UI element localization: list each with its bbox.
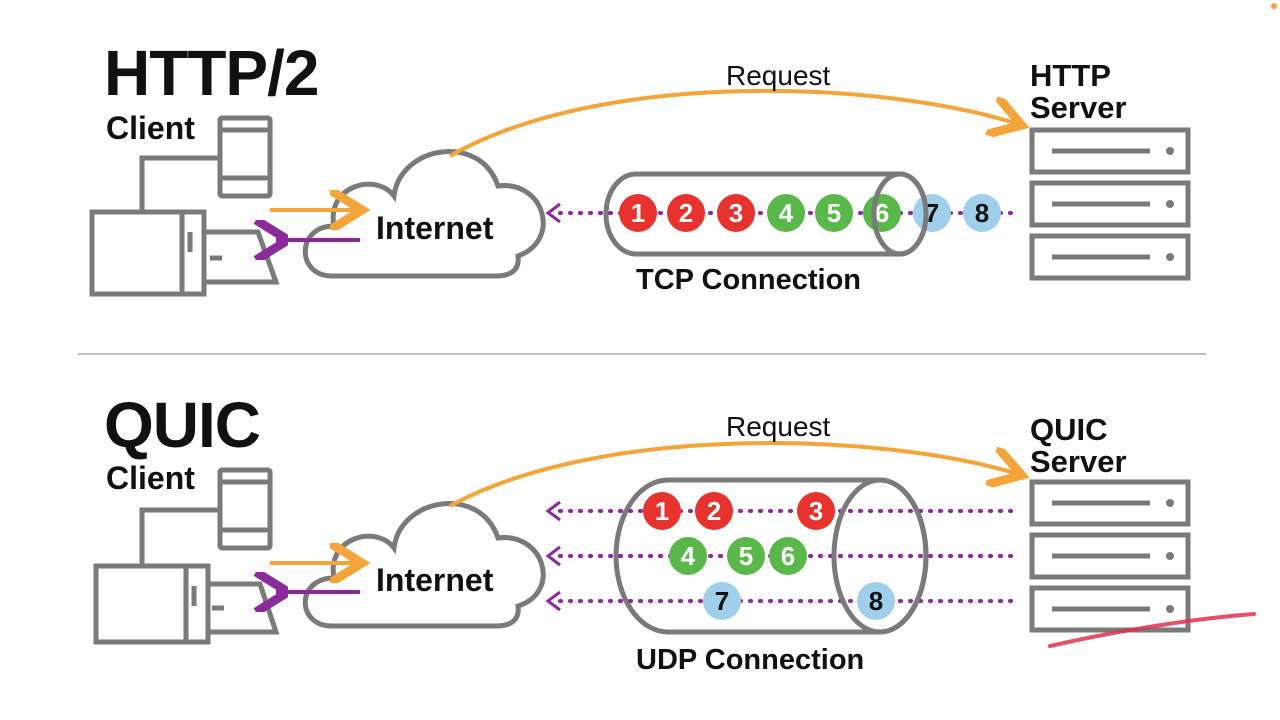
quic-packet-8-number: 8 [869,586,883,616]
quic-packet-6: 6 [769,537,807,575]
http2-packet-2-circle [667,194,705,232]
udp-pipe-end [831,477,929,635]
pen-annotation-stroke [1048,612,1256,648]
quic-packet-6-circle [769,537,807,575]
http2-packet-7-circle [913,194,951,232]
http2-packet-7-number: 7 [925,198,939,228]
http2-packet-4-number: 4 [779,198,794,228]
quic-request-label: Request [726,411,831,442]
http2-packet-3: 3 [717,194,755,232]
quic-packet-7-circle [703,582,741,620]
http2-packet-5: 5 [815,194,853,232]
http2-packet-8-circle [963,194,1001,232]
http2-server-label-line2: Server [1030,90,1127,125]
http2-packet-2: 2 [667,194,705,232]
http2-packet-8-number: 8 [975,198,989,228]
http2-section: 1 2 3 4 5 6 7 8 [89,88,1191,297]
quic-server-icon [1029,479,1191,633]
quic-packet-2: 2 [695,492,733,530]
quic-packet-8: 8 [857,582,895,620]
http2-server-icon [1029,127,1191,281]
quic-laptop-icon [208,581,280,635]
http2-packet-1: 1 [619,194,657,232]
http2-packet-1-number: 1 [631,198,645,228]
quic-packet-5-number: 5 [739,541,753,571]
quic-cloud-icon [302,501,546,629]
quic-packet-8-circle [857,582,895,620]
http2-return-arrowhead [545,202,561,224]
quic-internet-label: Internet [376,562,494,598]
quic-packet-5-circle [727,537,765,575]
http2-desktop-icon [89,209,207,297]
quic-packet-4-circle [669,537,707,575]
quic-server-label-line2: Server [1030,444,1127,479]
quic-packet-1-number: 1 [655,496,669,526]
quic-return-lines [545,500,1014,612]
quic-phone-icon [217,467,273,551]
quic-desktop-icon [93,563,211,645]
quic-request-arc [449,441,1018,508]
http2-packet-3-circle [717,194,755,232]
quic-packet-2-circle [695,492,733,530]
http2-client-label: Client [106,110,195,146]
quic-title: QUIC [104,389,261,461]
quic-packet-7: 7 [703,582,741,620]
corner-dot [1271,3,1277,9]
tcp-connection-label: TCP Connection [636,264,862,296]
quic-packet-7-number: 7 [715,586,729,616]
http2-packet-1-circle [619,194,657,232]
quic-cable [139,507,220,566]
http2-internet-label: Internet [376,210,494,246]
quic-packet-6-number: 6 [781,541,795,571]
quic-client-devices [93,467,280,645]
quic-packet-3: 3 [797,492,835,530]
quic-server-label-line1: QUIC [1030,412,1108,447]
quic-packet-4: 4 [669,537,707,575]
http2-packet-7: 7 [913,194,951,232]
quic-packet-5: 5 [727,537,765,575]
http2-packet-5-circle [815,194,853,232]
http2-packet-2-number: 2 [679,198,693,228]
quic-packet-2-number: 2 [707,496,721,526]
http2-packet-4-circle [767,194,805,232]
http2-laptop-icon [206,229,280,285]
http2-server-label-line1: HTTP [1030,58,1111,93]
quic-packet-4-number: 4 [681,541,696,571]
quic-packet-3-circle [797,492,835,530]
http2-packet-3-number: 3 [729,198,743,228]
http2-packet-6: 6 [863,194,901,232]
quic-packet-3-number: 3 [809,496,823,526]
http2-packets: 1 2 3 4 5 6 7 8 [619,194,1001,232]
http2-packet-8: 8 [963,194,1001,232]
http2-cloud-icon [302,149,546,279]
http2-packet-5-number: 5 [827,198,841,228]
http2-title: HTTP/2 [104,37,319,109]
http2-cable [139,155,220,212]
udp-connection-label: UDP Connection [636,644,865,676]
quic-client-label: Client [106,460,195,496]
quic-packet-1-circle [643,492,681,530]
http2-request-arc [449,88,1018,158]
quic-packet-1: 1 [643,492,681,530]
http2-packet-4: 4 [767,194,805,232]
http2-request-label: Request [726,60,831,91]
tcp-pipe-end [871,171,929,257]
http2-phone-icon [217,115,273,199]
http2-packet-6-number: 6 [875,198,889,228]
